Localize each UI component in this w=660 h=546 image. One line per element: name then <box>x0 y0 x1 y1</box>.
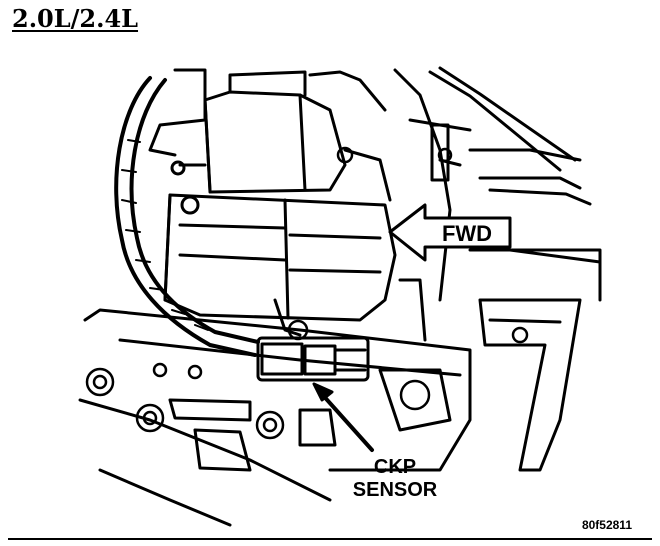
upper-tubes <box>428 66 592 206</box>
lower-bracket <box>168 298 582 472</box>
engine-block <box>78 68 602 527</box>
starter-motor <box>163 148 427 342</box>
fwd-label: FWD <box>442 221 492 246</box>
fwd-arrow <box>388 203 512 262</box>
ckp-label-line1: CKP <box>374 456 416 478</box>
ckp-leader-arrow <box>312 382 374 452</box>
figure-id: 80f52811 <box>581 518 632 532</box>
ckp-connector <box>256 298 370 382</box>
bottom-rule <box>8 538 652 540</box>
ckp-label-line2: SENSOR <box>353 479 438 501</box>
mounting-bolts <box>85 146 529 440</box>
engine-title: 2.0L/2.4L <box>12 4 139 33</box>
starter-solenoid <box>148 68 387 194</box>
wiring-harness <box>114 76 260 357</box>
